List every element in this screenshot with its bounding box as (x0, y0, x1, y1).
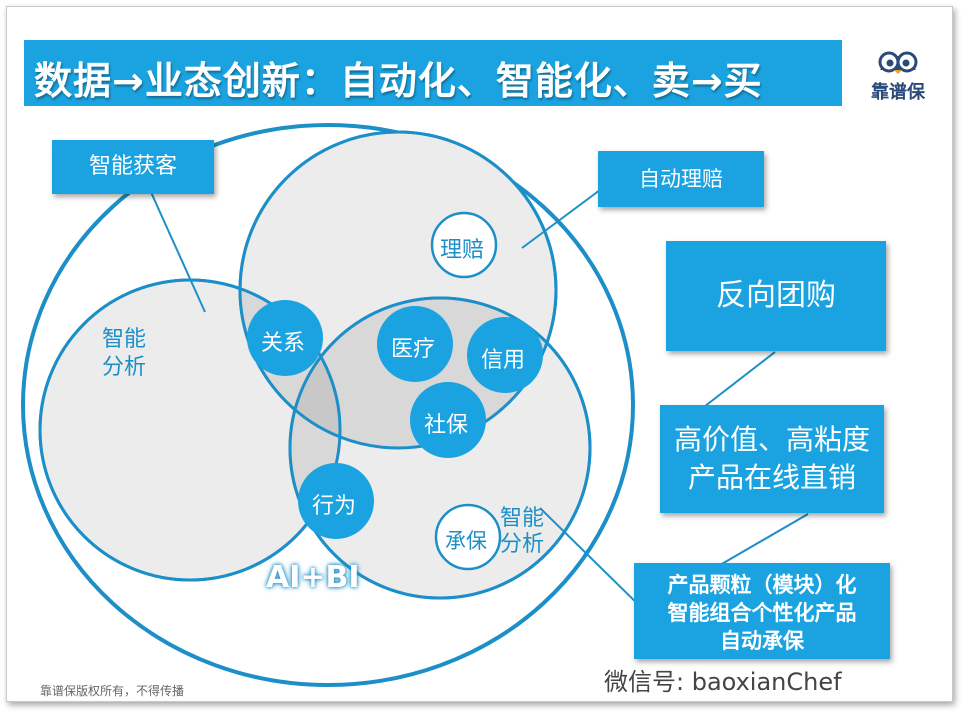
connector-direct (719, 513, 809, 566)
connector-reverse (699, 351, 776, 411)
bubble-relation (247, 300, 323, 376)
box-reverse-group-label: 反向团购 (716, 278, 836, 313)
label-smart-analysis-left: 智能 分析 (102, 326, 146, 382)
label-smart-analysis-right: 智能 分析 (500, 506, 544, 558)
box-auto-claims: 自动理赔 (598, 151, 764, 207)
logo-text: 靠谱保 (871, 82, 925, 103)
bubble-behavior (298, 463, 374, 539)
box-direct-sales: 高价值、高粘度 产品在线直销 (660, 405, 884, 513)
box-modular-line3: 自动承保 (720, 629, 804, 653)
bubble-medical (377, 306, 453, 382)
bubble-relation-label: 关系 (261, 331, 306, 356)
box-reverse-group: 反向团购 (666, 241, 886, 351)
bubble-credit (467, 317, 543, 393)
label-smart-analysis-right-2: 分析 (500, 532, 545, 557)
label-smart-analysis-left-1: 智能 (102, 327, 147, 352)
label-ai-bi: AI+BI (266, 560, 360, 595)
connector-claims (521, 189, 601, 249)
box-modular-line2: 智能组合个性化产品 (667, 601, 857, 625)
bubble-underwrite (434, 503, 502, 571)
page-title: 数据→业态创新：自动化、智能化、卖→买 (34, 59, 763, 103)
wechat-watermark: 微信号: baoxianChef (604, 668, 842, 696)
title-bar (24, 40, 842, 106)
box-modular: 产品颗粒（模块）化 智能组合个性化产品 自动承保 (634, 563, 890, 659)
box-auto-claims-label: 自动理赔 (639, 167, 723, 191)
bubble-social (410, 382, 486, 458)
bubble-behavior-label: 行为 (312, 494, 357, 519)
box-modular-line1: 产品颗粒（模块）化 (667, 573, 857, 597)
connector-modular (539, 507, 653, 619)
bubble-social-label: 社保 (424, 413, 469, 438)
box-smart-acquire: 智能获客 (52, 140, 214, 194)
box-smart-acquire-label: 智能获客 (88, 154, 177, 179)
label-smart-analysis-right-1: 智能 (500, 506, 545, 531)
box-direct-sales-line1: 高价值、高粘度 (673, 423, 870, 456)
bubble-claims (430, 211, 498, 279)
bubble-underwrite-label: 承保 (445, 529, 487, 553)
connector-acquire (149, 189, 206, 313)
label-smart-analysis-left-2: 分析 (102, 355, 147, 380)
copyright-text: 靠谱保版权所有，不得传播 (40, 684, 185, 698)
bubble-credit-label: 信用 (481, 348, 526, 373)
bubble-claims-label: 理赔 (440, 238, 485, 263)
owl-icon (878, 51, 918, 74)
box-direct-sales-line2: 产品在线直销 (687, 461, 856, 494)
bubble-medical-label: 医疗 (391, 337, 436, 362)
